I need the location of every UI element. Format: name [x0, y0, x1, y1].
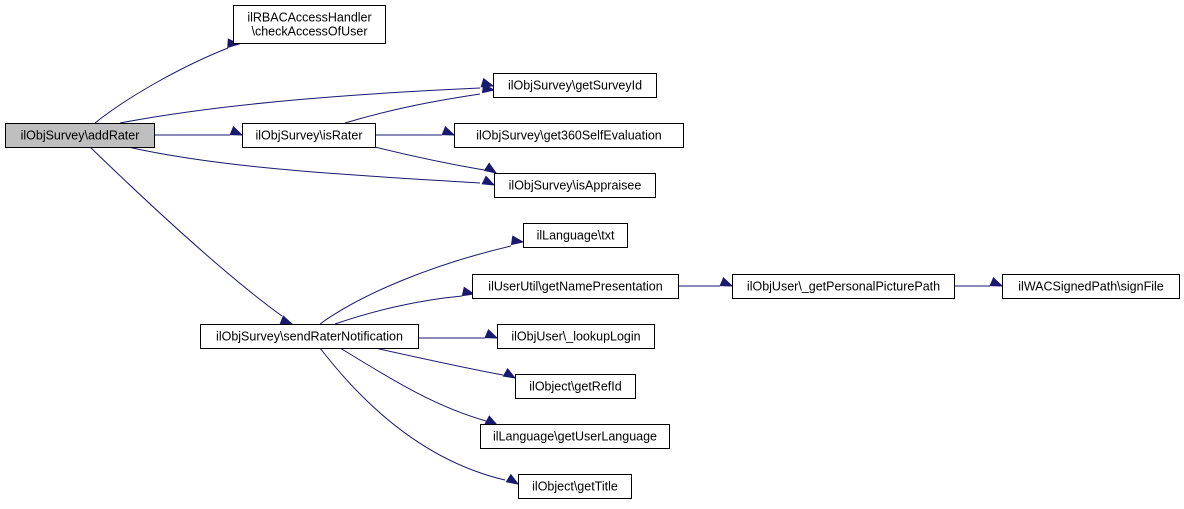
- edge-line: [339, 347, 487, 422]
- node-box: [497, 324, 655, 349]
- node-lookupLogin[interactable]: ilObjUser\_lookupLogin: [497, 324, 655, 349]
- edge-sendRaterNotification-to-getTitle: [319, 347, 520, 485]
- edge-addRater-to-checkAccessOfUser: [94, 38, 241, 124]
- node-getRefId[interactable]: ilObject\getRefId: [515, 374, 636, 399]
- arrowhead: [229, 126, 244, 136]
- nodes-layer: ilObjSurvey\addRater ilRBACAccessHandler\…: [5, 5, 1180, 499]
- arrowhead: [481, 83, 496, 94]
- node-label: ilWACSignedPath\signFile: [1018, 280, 1163, 294]
- node-get360SelfEvaluation[interactable]: ilObjSurvey\get360SelfEvaluation: [454, 123, 684, 148]
- node-box: [518, 474, 632, 499]
- arrowhead: [502, 367, 517, 379]
- node-label: ilObjSurvey\getSurveyId: [508, 79, 642, 93]
- edge-isRater-to-getSurveyId: [344, 83, 496, 124]
- edge-line: [94, 47, 229, 124]
- node-langTxt[interactable]: ilLanguage\txt: [523, 223, 628, 248]
- arrowhead: [461, 286, 476, 297]
- node-box: [493, 73, 657, 98]
- node-isRater[interactable]: ilObjSurvey\isRater: [242, 123, 376, 148]
- arrowhead: [505, 473, 520, 485]
- node-label: ilObjSurvey\isAppraisee: [509, 179, 642, 193]
- arrowhead: [441, 126, 456, 136]
- edge-addRater-to-isAppraisee: [127, 146, 496, 186]
- node-getNamePresentation[interactable]: ilUserUtil\getNamePresentation: [472, 274, 679, 299]
- edge-line: [89, 146, 283, 317]
- node-getPersonalPicturePath[interactable]: ilObjUser\_getPersonalPicturePath: [732, 274, 955, 299]
- node-label: ilLanguage\getUserLanguage: [493, 430, 657, 444]
- node-label: ilObject\getRefId: [529, 380, 621, 394]
- node-label: ilObject\getTitle: [532, 480, 618, 494]
- edge-line: [334, 295, 463, 325]
- arrowhead: [989, 277, 1004, 287]
- edge-line: [344, 93, 481, 124]
- arrowhead: [484, 415, 499, 426]
- edge-sendRaterNotification-to-getNamePresentation: [334, 286, 476, 325]
- node-box: [523, 223, 628, 248]
- arrowhead: [480, 77, 495, 88]
- node-box: [1002, 274, 1180, 299]
- node-box: [494, 173, 656, 198]
- edge-sendRaterNotification-to-getRefId: [374, 347, 517, 379]
- edge-addRater-to-isRater: [154, 126, 244, 136]
- node-isAppraisee[interactable]: ilObjSurvey\isAppraisee: [494, 173, 656, 198]
- node-box: [242, 123, 376, 148]
- node-label: ilObjSurvey\get360SelfEvaluation: [476, 129, 662, 143]
- edge-isRater-to-isAppraisee: [374, 146, 498, 174]
- node-label: ilUserUtil\getNamePresentation: [488, 280, 662, 294]
- node-label: \checkAccessOfUser: [251, 25, 367, 39]
- node-box: [732, 274, 955, 299]
- node-box: [200, 324, 419, 349]
- node-label: ilLanguage\txt: [537, 229, 615, 243]
- node-signFile[interactable]: ilWACSignedPath\signFile: [1002, 274, 1180, 299]
- arrowhead: [510, 235, 525, 246]
- node-addRater[interactable]: ilObjSurvey\addRater: [5, 123, 155, 148]
- node-label: ilObjSurvey\addRater: [21, 129, 140, 143]
- node-box: [480, 424, 670, 449]
- arrowhead: [279, 315, 294, 325]
- edge-sendRaterNotification-to-lookupLogin: [418, 329, 499, 339]
- edge-line: [319, 245, 512, 325]
- edge-getPersonalPicturePath-to-signFile: [954, 277, 1004, 287]
- edge-line: [374, 146, 485, 171]
- node-label: ilObjSurvey\sendRaterNotification: [216, 330, 403, 344]
- node-label: ilObjSurvey\isRater: [256, 129, 363, 143]
- arrowhead: [483, 162, 498, 174]
- arrowhead: [484, 329, 499, 339]
- edge-line: [319, 347, 506, 481]
- node-sendRaterNotification[interactable]: ilObjSurvey\sendRaterNotification: [200, 324, 419, 349]
- node-checkAccessOfUser[interactable]: ilRBACAccessHandler\checkAccessOfUser: [233, 5, 386, 44]
- edge-sendRaterNotification-to-getUserLanguage: [339, 347, 499, 426]
- node-box: [233, 5, 386, 44]
- node-box: [5, 123, 155, 148]
- node-box: [515, 374, 636, 399]
- edge-line: [127, 146, 481, 184]
- arrowhead: [481, 175, 496, 186]
- edge-line: [374, 347, 504, 376]
- node-getSurveyId[interactable]: ilObjSurvey\getSurveyId: [493, 73, 657, 98]
- node-getUserLanguage[interactable]: ilLanguage\getUserLanguage: [480, 424, 670, 449]
- arrowhead: [719, 277, 734, 287]
- edge-addRater-to-sendRaterNotification: [89, 146, 294, 325]
- edge-sendRaterNotification-to-langTxt: [319, 235, 525, 325]
- edge-getNamePresentation-to-getPersonalPicturePath: [678, 277, 734, 287]
- edges-layer: [89, 38, 1004, 485]
- node-label: ilRBACAccessHandler: [247, 11, 371, 25]
- edge-isRater-to-get360SelfEvaluation: [375, 126, 456, 136]
- node-box: [454, 123, 684, 148]
- node-getTitle[interactable]: ilObject\getTitle: [518, 474, 632, 499]
- node-label: ilObjUser\_lookupLogin: [511, 330, 640, 344]
- node-box: [472, 274, 679, 299]
- edge-line: [119, 87, 481, 124]
- node-label: ilObjUser\_getPersonalPicturePath: [747, 280, 940, 294]
